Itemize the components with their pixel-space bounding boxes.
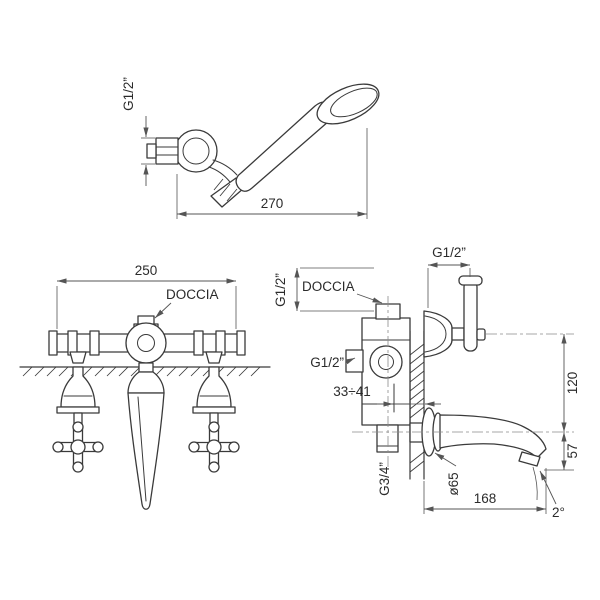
bracket-hook-lower [208, 166, 231, 183]
dim-250: 250 [56, 263, 237, 329]
dim-168-label: 168 [474, 491, 497, 506]
bracket-nut [155, 137, 179, 165]
dim-wall-depth: 33÷41 [333, 384, 441, 407]
handle-side [423, 275, 486, 358]
diverter-body [125, 315, 167, 364]
thread-top-label: G1/2” [432, 245, 466, 260]
wall-depth-label: 33÷41 [333, 384, 370, 399]
mixer-body-side [345, 303, 426, 453]
left-cross-handle [52, 421, 104, 473]
right-escutcheon [192, 366, 236, 426]
wall-bracket-flange [174, 129, 218, 173]
water-drip [532, 466, 538, 501]
dim-168: 168 [423, 468, 547, 514]
dim-57: 57 [544, 432, 580, 471]
dia-65: ø65 [434, 452, 461, 496]
side-view: G1/2” DOCCIA G1/2” G1/2” 33÷41 [273, 245, 580, 520]
wall-section [409, 330, 425, 480]
dim-120: 120 [561, 334, 580, 432]
wall-bracket-flange-inner [182, 137, 210, 165]
left-escutcheon [56, 366, 100, 426]
dim-250-label: 250 [135, 263, 158, 278]
right-cross-handle [188, 421, 240, 473]
dim-57-label: 57 [565, 443, 580, 458]
spout-aerator [518, 451, 541, 467]
hand-shower-thread-dimension [141, 116, 155, 186]
bracket-hook [212, 159, 238, 176]
hand-shower-view: G1/2” 270 [121, 77, 380, 219]
thread-g34-label: G3/4” [377, 462, 392, 496]
dim-270-label: 270 [261, 196, 284, 211]
angle-2deg: 2° [539, 470, 565, 520]
dim-g12-inlet: G1/2” [310, 355, 356, 370]
spout-side [421, 407, 547, 501]
thread-shower-label: G1/2” [273, 273, 288, 307]
hand-shower-thread-label: G1/2” [121, 77, 136, 111]
dim-g12-top: G1/2” [427, 245, 471, 308]
hose-cone-hatch [213, 178, 238, 202]
bath-outlet-bottom [376, 424, 399, 453]
dim-120-label: 120 [565, 372, 580, 395]
doccia-label-front: DOCCIA [166, 287, 219, 302]
doccia-label-side: DOCCIA [302, 279, 355, 294]
hand-shower-head [316, 83, 380, 125]
doccia-side: DOCCIA [302, 279, 383, 304]
thread-inlet-label: G1/2” [310, 355, 344, 370]
bracket-nut-stub [146, 143, 157, 159]
angle-label: 2° [552, 505, 565, 520]
wall-hatch [409, 343, 425, 473]
dim-g12-shower: G1/2” [273, 267, 374, 312]
front-view: 250 DOCCIA [19, 263, 271, 510]
doccia-leader-front [154, 302, 172, 319]
handle-lever [463, 280, 478, 352]
spout-body [439, 414, 547, 459]
handshower-dock [127, 362, 165, 510]
dim-270: 270 [176, 128, 368, 219]
centerlines [352, 296, 574, 470]
dia-65-label: ø65 [446, 472, 461, 495]
